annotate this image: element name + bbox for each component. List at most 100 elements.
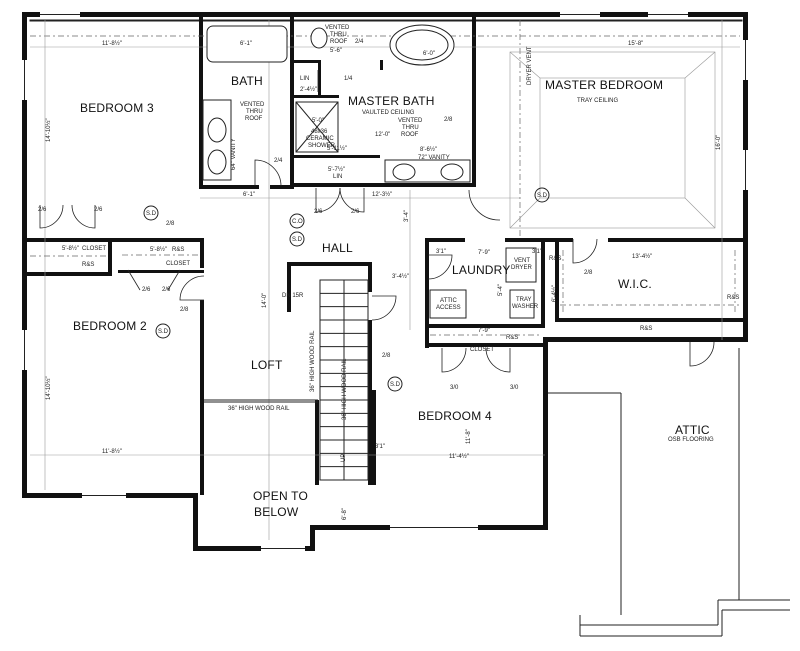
door-size: 2/8 (584, 270, 593, 276)
note-vented: VENTED (240, 102, 265, 108)
attic-outline (548, 348, 790, 637)
smoke-detector: S.D (158, 329, 169, 335)
note-attic-access: ATTIC (440, 298, 458, 304)
smoke-detector-icon (143, 205, 159, 221)
dimensions: 11'-8½" 6'-1" 6'-0" 15'-8" 14'-10½" 16'-… (38, 39, 722, 520)
smoke-detector-icon (534, 187, 550, 203)
dim: 14'-10½" (45, 118, 52, 142)
door-size: 2/8 (180, 307, 189, 313)
room-label-attic: ATTIC (675, 423, 710, 437)
note-rs: R&S (82, 262, 94, 268)
smoke-detector: S.D (390, 382, 401, 388)
dim: 6'-4½" (551, 285, 558, 302)
note-roof: ROOF (330, 39, 348, 45)
note-attic-access: ACCESS (436, 305, 461, 311)
room-label-bath: BATH (231, 74, 263, 88)
dimension-lines (30, 20, 740, 540)
room-label-bedroom2: BEDROOM 2 (73, 319, 147, 333)
note-tray-ceiling: TRAY CEILING (577, 98, 618, 104)
note-rs: R&S (506, 335, 518, 341)
note-osb-flooring: OSB FLOORING (668, 437, 714, 443)
dim: 15'-8" (628, 41, 643, 47)
dim: 7'-9" (478, 250, 490, 256)
door-size: 2/8 (166, 221, 175, 227)
dim: 3'1" (436, 249, 446, 255)
dim: 11'-8" (466, 429, 472, 444)
dim: 5'-4" (498, 284, 504, 296)
sink (440, 163, 464, 181)
smoke-detector: S.D (292, 237, 303, 243)
sink (207, 117, 227, 143)
dim: 6'-1" (240, 41, 252, 47)
room-label-master-bath: MASTER BATH (348, 94, 435, 108)
staircase (319, 279, 369, 481)
note-tray-washer: WASHER (512, 304, 539, 310)
sink (392, 163, 416, 181)
dim: 6'-8" (342, 508, 348, 520)
note-roof: ROOF (245, 116, 263, 122)
note-vanity: 64" VANITY (231, 138, 237, 170)
door-size: 3/0 (450, 385, 459, 391)
dim: 14'-10½" (45, 376, 52, 400)
note-closet: CLOSET (82, 246, 106, 252)
room-label-bedroom4: BEDROOM 4 (418, 409, 492, 423)
note-rs: R&S (640, 326, 652, 332)
note-shower: CERAMIC (306, 136, 334, 142)
note-vented: VENTED (398, 118, 423, 124)
door-size: 2/6 (94, 207, 103, 213)
attic-access (429, 289, 467, 319)
detectors (143, 187, 550, 392)
doors (39, 70, 715, 373)
note-vanity: 72" VANITY (418, 155, 450, 161)
smoke-detector-icon (387, 376, 403, 392)
dim: 5'-6" (330, 48, 342, 54)
door-size: 1/4 (344, 76, 353, 82)
dim: 5'-8½" (62, 245, 79, 252)
note-shower: 48x36 (311, 129, 328, 135)
dim: 14'-0" (262, 293, 268, 308)
room-label-open-to-below-2: BELOW (254, 505, 299, 519)
note-tray-washer: TRAY (516, 297, 532, 303)
note-dryer-vent: DRYER VENT (527, 46, 533, 85)
dim: 11'-8½" (102, 448, 122, 455)
smoke-detector: S.D (146, 211, 157, 217)
note-stair-dn: DN 15R (282, 293, 304, 299)
dim: 8'-6½" (420, 146, 437, 153)
co-detector: C.O (292, 219, 303, 225)
room-label-loft: LOFT (251, 358, 283, 372)
note-thru: THRU (246, 109, 263, 115)
room-label-master-bedroom: MASTER BEDROOM (545, 78, 663, 92)
room-label-bedroom3: BEDROOM 3 (80, 101, 154, 115)
dim: 13'-4½" (632, 253, 652, 260)
dim: 16'-0" (716, 135, 722, 150)
dim: 11'-4½" (449, 453, 469, 460)
note-vent-dryer: DRYER (511, 265, 533, 271)
dim: 5'-8½" (150, 246, 167, 253)
room-label-wic: W.I.C. (618, 277, 652, 291)
smoke-detector-icon (155, 323, 171, 339)
door-size: 2/8 (382, 353, 391, 359)
room-label-open-to-below: OPEN TO (253, 489, 308, 503)
room-label-hall: HALL (322, 241, 353, 255)
dryer (505, 247, 537, 283)
sink (207, 149, 227, 175)
door-size: 2/8 (444, 117, 453, 123)
smoke-detector-icon (289, 231, 305, 247)
note-shower: SHOWER (308, 143, 336, 149)
notes: VENTED THRU ROOF VENTED THRU ROOF VENTED… (82, 25, 739, 462)
rails (204, 399, 318, 403)
dim: 11'-8½" (102, 40, 122, 47)
note-stair-up: UP (341, 454, 347, 462)
fixtures (30, 24, 740, 336)
dim: 3'1" (532, 249, 542, 255)
bathtub (206, 25, 288, 63)
note-roof: ROOF (401, 132, 419, 138)
note-vaulted-ceiling: VAULTED CEILING (362, 110, 415, 116)
tray-ceiling (509, 51, 716, 229)
note-vent-dryer: VENT (514, 258, 530, 264)
room-label-laundry: LAUNDRY (452, 263, 511, 277)
note-closet: CLOSET (470, 347, 494, 353)
dim: 2'-4½" (300, 86, 317, 93)
door-size: 2/4 (355, 39, 364, 45)
